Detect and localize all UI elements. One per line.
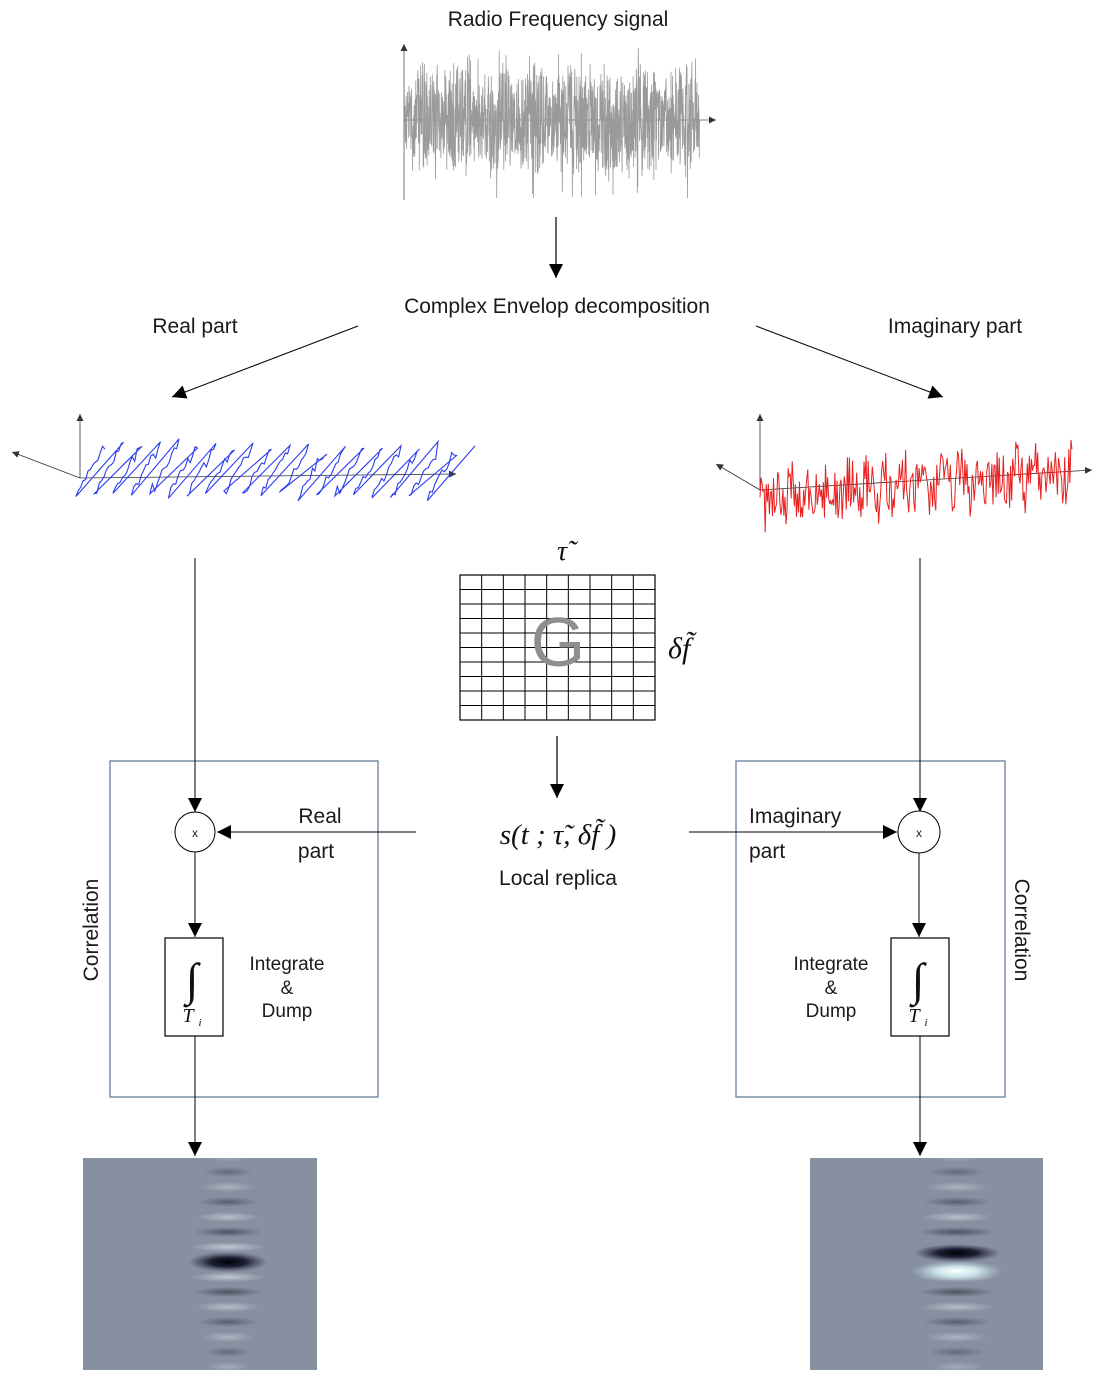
left-multiplier-symbol: x xyxy=(192,826,198,840)
real-waveform xyxy=(75,438,476,502)
replica-formula: s(t ; τ̃, δf̃ ) xyxy=(500,818,616,851)
decomposition-label: Complex Envelop decomposition xyxy=(404,295,710,318)
left-correlation-label: Correlation xyxy=(80,879,103,982)
real-signal-plot xyxy=(11,414,476,502)
right-id-line-1: Integrate xyxy=(794,954,869,975)
left-input-label-1: Real xyxy=(298,805,341,828)
left-integrator xyxy=(164,937,224,1037)
title: Radio Frequency signal xyxy=(448,8,669,31)
left-integral-sub: T xyxy=(182,1005,195,1027)
delta-f-label: δf̃ xyxy=(668,632,697,665)
real-correlation-map xyxy=(83,1158,317,1370)
rf-signal-plot xyxy=(400,44,716,200)
imaginary-waveform xyxy=(759,439,1073,533)
imaginary-signal-plot xyxy=(715,414,1093,533)
left-id-line-3: Dump xyxy=(262,1001,313,1022)
imaginary-correlation-map xyxy=(810,1158,1043,1370)
right-integrator xyxy=(890,937,950,1037)
to-imaginary-arrow xyxy=(755,325,944,399)
right-id-line-2: & xyxy=(825,978,838,999)
real-part-label: Real part xyxy=(152,315,237,338)
right-input-label-2: part xyxy=(749,840,785,863)
rf-waveform xyxy=(404,47,701,199)
right-id-line-3: Dump xyxy=(806,1001,857,1022)
left-correlation-block: Correlation x Real part ∫ T i Integrate … xyxy=(80,558,416,1156)
grid-letter: G xyxy=(531,603,585,681)
left-input-label-2: part xyxy=(298,840,334,863)
left-integral-sub-i: i xyxy=(198,1017,201,1029)
right-integral-sign: ∫ xyxy=(909,954,927,1008)
right-integral-sub: T xyxy=(908,1005,921,1027)
tau-label: τ̃ xyxy=(557,536,579,567)
replica-caption: Local replica xyxy=(499,867,617,890)
search-grid: τ̃ G δf̃ xyxy=(459,536,697,721)
left-integral-sign: ∫ xyxy=(183,954,201,1008)
right-multiplier-symbol: x xyxy=(916,826,922,840)
to-real-arrow xyxy=(171,325,359,399)
left-id-line-1: Integrate xyxy=(250,954,325,975)
right-correlation-block: Correlation x Imaginary part ∫ T i Integ… xyxy=(689,558,1033,1156)
left-id-line-2: & xyxy=(281,978,294,999)
right-integral-sub-i: i xyxy=(924,1017,927,1029)
imaginary-part-label: Imaginary part xyxy=(888,315,1022,338)
right-input-label-1: Imaginary xyxy=(749,805,842,828)
right-correlation-label: Correlation xyxy=(1010,879,1033,982)
